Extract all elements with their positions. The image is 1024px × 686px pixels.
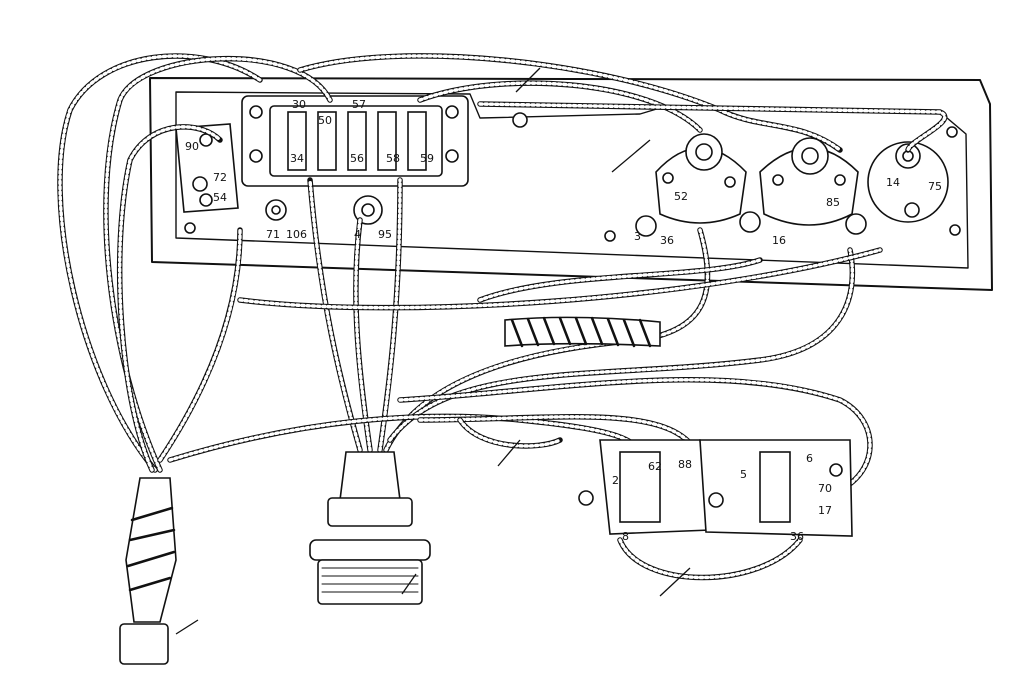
gauge-right: [867, 141, 949, 223]
gauge-left: [655, 133, 747, 224]
wire-tag: 56: [350, 152, 364, 165]
wire-tag: 52: [674, 190, 688, 203]
wire-tag: 3: [634, 230, 641, 243]
wrapped-harness-section: [504, 316, 661, 348]
wire-tag: 14: [886, 176, 900, 189]
wire-tag: 16: [772, 234, 786, 247]
fuse-terminal-block: [241, 95, 469, 187]
wire-tag: 70: [818, 482, 832, 495]
wire-tag: 71: [266, 228, 280, 241]
lamp-sockets: [265, 195, 867, 237]
wire-tag: 54: [213, 191, 227, 204]
center-connector: [309, 451, 431, 605]
wire-tag: 2: [612, 474, 619, 487]
gauge-middle: [759, 137, 859, 226]
wire-tag: 36: [660, 234, 674, 247]
wire-tag: 85: [826, 196, 840, 209]
wire-tag: 30: [292, 98, 306, 111]
fuse-row: [287, 111, 427, 171]
wire-tag: 88: [678, 458, 692, 471]
gauges: [655, 133, 949, 226]
wire-tag: 17: [818, 504, 832, 517]
wire-tag: 57: [352, 98, 366, 111]
wire-tag: 62: [648, 460, 662, 473]
wire-tags: 90 72 54 30 57 50 34 56 58 59 71 106 4 9…: [185, 98, 942, 543]
wire-tag: 72: [213, 171, 227, 184]
wire-tag: 36: [790, 530, 804, 543]
wire-tag: 50: [318, 114, 332, 127]
left-relay: [175, 123, 239, 213]
wiring-loom: [57, 53, 948, 581]
wire-tag: 58: [386, 152, 400, 165]
wire-tag: 95: [378, 228, 392, 241]
wire-tag: 34: [290, 152, 304, 165]
wire-tag: 6: [806, 452, 813, 465]
leader-lines: [175, 67, 691, 635]
wire-tag: 90: [185, 140, 199, 153]
wire-tag: 59: [420, 152, 434, 165]
switch-boxes: [578, 439, 853, 537]
wire-tag: 75: [928, 180, 942, 193]
instrument-panel-plate: [149, 77, 993, 291]
wire-tag: 4: [354, 228, 361, 241]
wire-tag: 8: [622, 530, 629, 543]
left-plug: [119, 477, 177, 665]
wire-tag: 5: [740, 468, 747, 481]
wire-tag: 106: [286, 228, 307, 241]
